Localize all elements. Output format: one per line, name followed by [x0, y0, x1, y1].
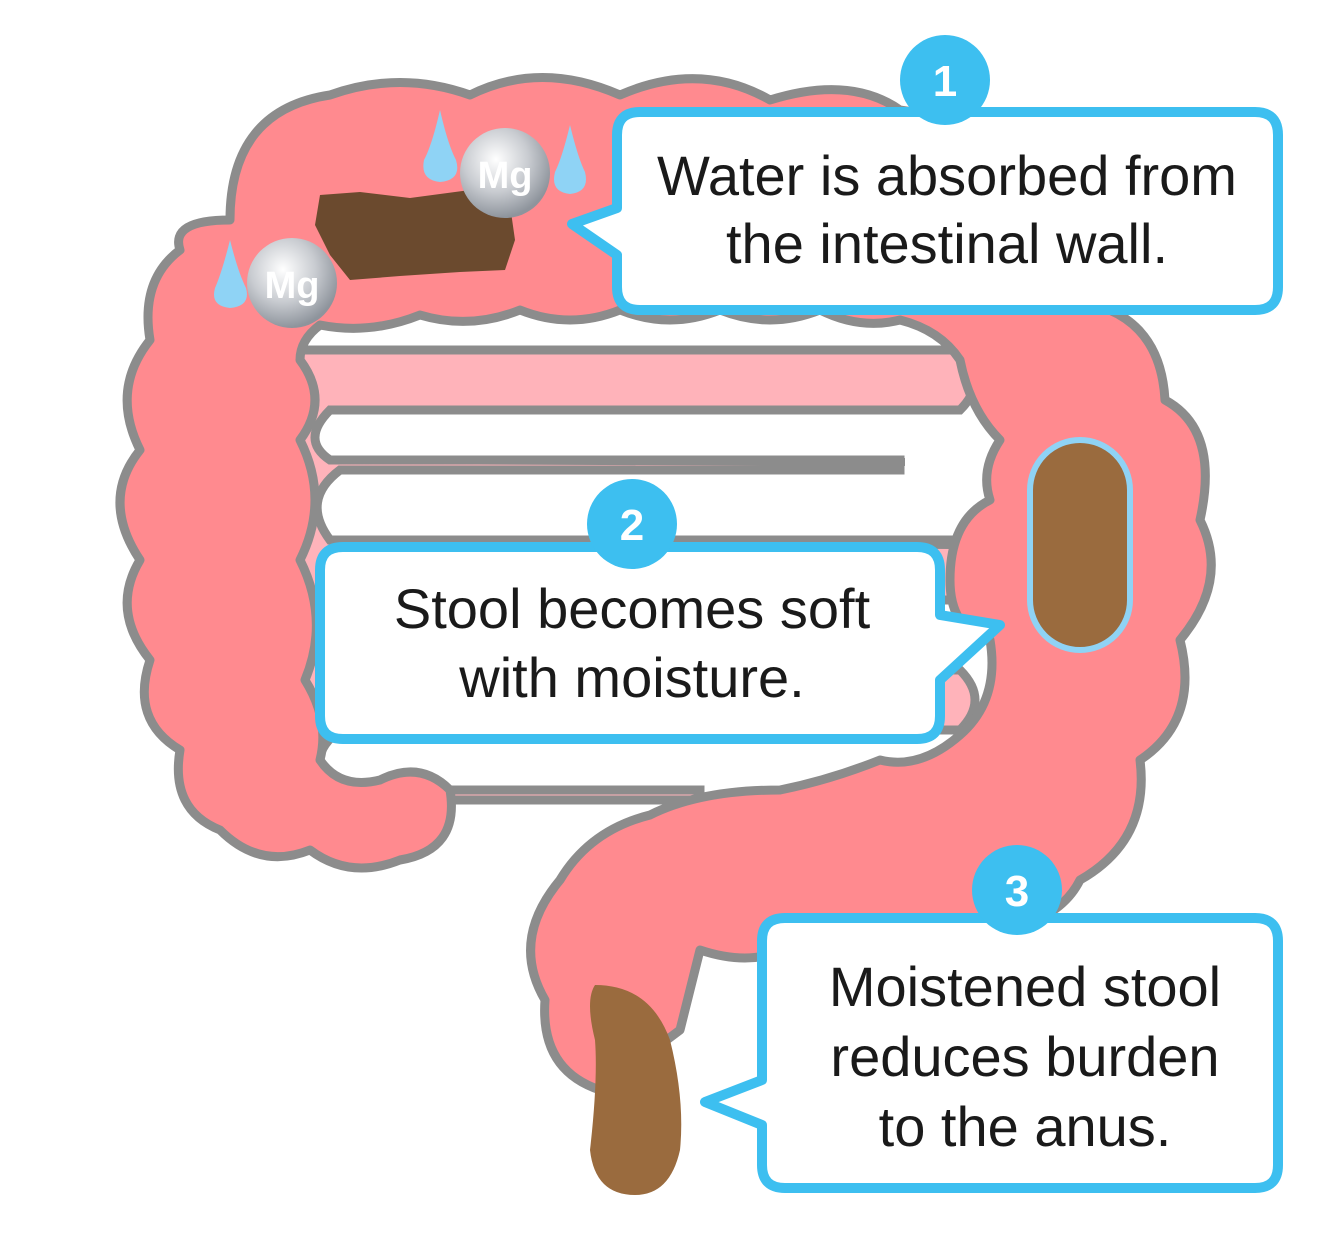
callout-text-line: Moistened stool — [829, 955, 1221, 1018]
soft-stool — [1027, 437, 1133, 653]
mg-ball: Mg — [460, 128, 550, 218]
water-drop-icon — [554, 125, 586, 194]
callout-number-badge — [900, 35, 990, 125]
callout-2: 2 Stool becomes soft with moisture. — [315, 479, 1005, 744]
moistened-stool — [590, 985, 682, 1195]
callout-text-line: reduces burden — [830, 1025, 1219, 1088]
callout-number: 3 — [1005, 867, 1029, 916]
mg-label: Mg — [478, 155, 533, 197]
callout-number-badge — [587, 479, 677, 569]
callout-text-line: Water is absorbed from — [657, 144, 1237, 207]
callout-1: 1 Water is absorbed from the intestinal … — [567, 35, 1283, 315]
water-drops — [214, 110, 586, 308]
water-drop-icon — [423, 110, 458, 182]
callout-text-line: Stool becomes soft — [394, 577, 871, 640]
callout-text-line: the intestinal wall. — [726, 212, 1168, 275]
dry-stool — [315, 190, 515, 280]
mg-ball: Mg — [247, 238, 337, 328]
callout-number: 2 — [620, 501, 644, 550]
mg-label: Mg — [265, 265, 320, 307]
callout-text-line: with moisture. — [458, 646, 804, 709]
callout-number-badge — [972, 845, 1062, 935]
water-drop-icon — [214, 240, 247, 308]
callout-3: 3 Moistened stool reduces burden to the … — [700, 845, 1283, 1193]
callout-number: 1 — [933, 57, 957, 106]
callout-text-line: to the anus. — [879, 1095, 1172, 1158]
